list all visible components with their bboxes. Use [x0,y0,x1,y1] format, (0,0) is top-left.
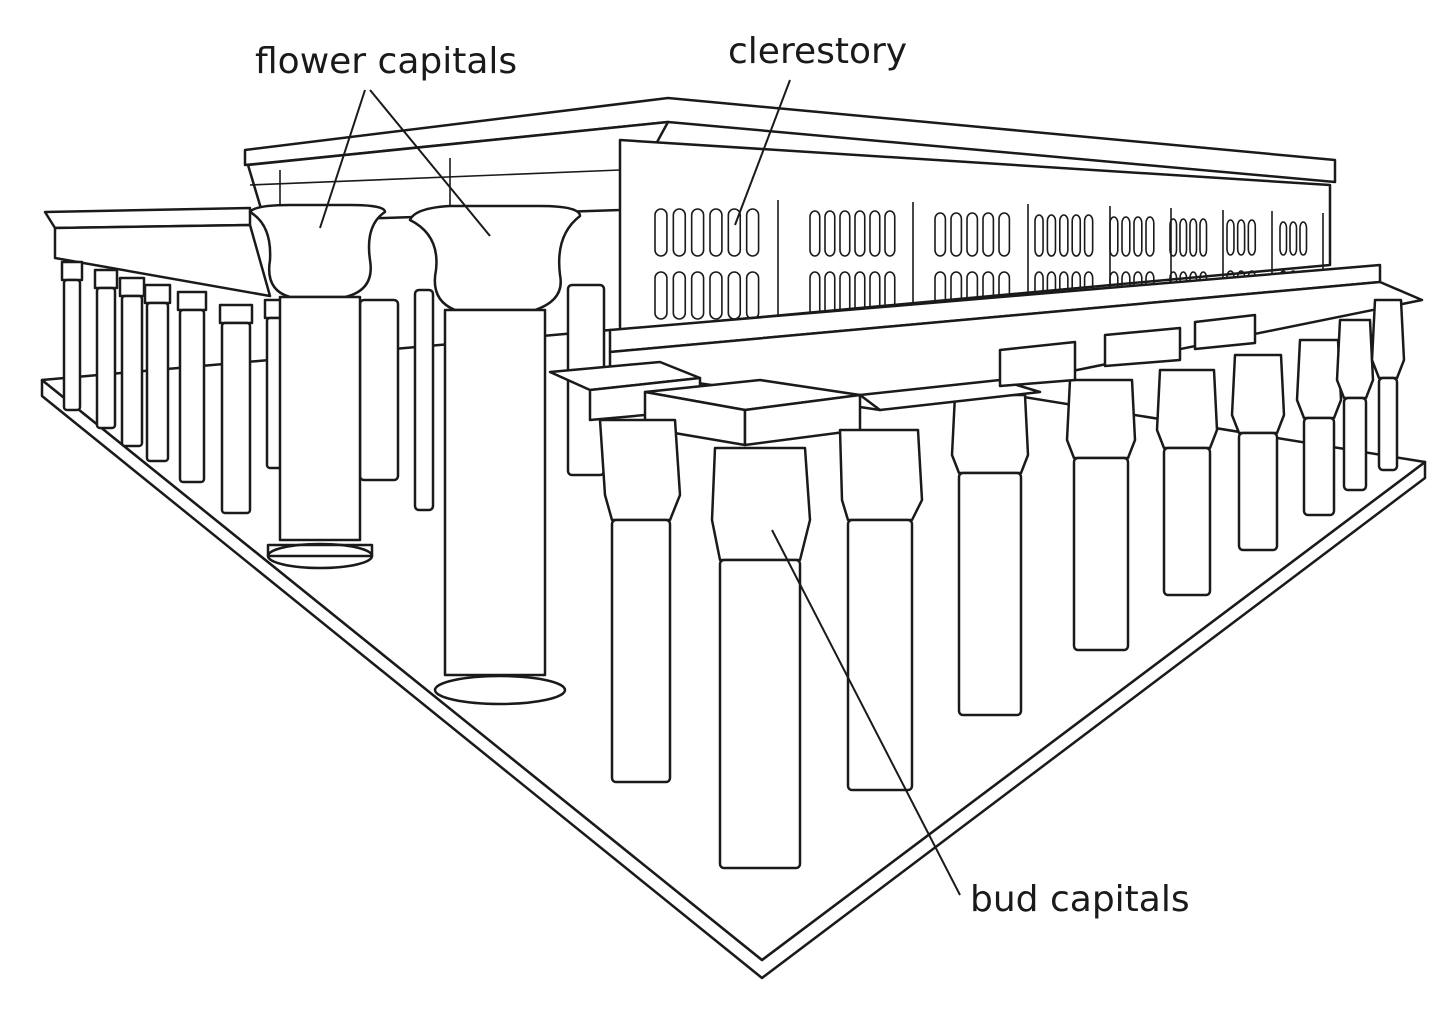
clerestory-window-slot [1199,218,1208,257]
bud-column-shaft [1342,396,1368,492]
clerestory-window-slot [745,208,760,257]
clerestory-window-slot [672,271,687,320]
clerestory-window-slot [884,210,896,257]
clerestory-window-slot [1145,216,1155,257]
left-column-capital [143,283,172,305]
clerestory-window-slot [1236,219,1246,256]
clerestory-window-slot [709,208,723,257]
bud-capital [950,393,1030,475]
left-column-shaft [62,278,82,412]
clerestory-window-slot [727,208,742,257]
corner-beams [548,313,1257,447]
nave-roof [243,96,1337,332]
left-column-shaft [178,308,206,484]
left-colonnade [60,260,606,515]
clerestory-window-slot [1059,214,1069,257]
left-column-capital [93,268,119,290]
left-roof-slab [43,206,272,298]
clerestory-window-slot [654,271,668,320]
clerestory-window-slot [809,210,821,257]
left-column-shaft [95,286,117,430]
clerestory-window-slot [1289,221,1298,256]
clerestory-window-slot [998,212,1011,257]
clerestory-window-slot [1189,218,1198,257]
clerestory-window-slot [1109,216,1119,257]
bud-column-shaft [1377,376,1399,472]
clerestory-window-slot [1247,219,1257,256]
clerestory-window-slot [1046,214,1057,257]
bud-capital [1155,368,1219,450]
clerestory-window-slot [1299,221,1308,256]
clerestory-window-slot [1083,214,1094,257]
leader-lines [319,79,961,896]
label-clerestory: clerestory [728,31,908,72]
clerestory-window-slot [982,212,995,257]
flower-capital-columns [248,203,582,706]
clerestory-window-slot [690,271,705,320]
bud-column-shaft [1162,446,1212,597]
label-bud-capitals: bud capitals [970,879,1190,920]
inner-column [413,288,435,512]
clerestory-window-slot [1071,214,1082,257]
left-column-shaft [120,294,144,448]
bud-column-shaft [1072,456,1130,652]
left-column-capital [60,260,84,282]
left-column-shaft [145,301,170,463]
clerestory-window-slot [839,210,851,257]
clerestory-window-slot [1179,218,1188,257]
clerestory-window-slot [869,210,881,257]
clerestory-window-slot [1279,221,1288,256]
clerestory-window-slot [824,210,836,257]
left-column-shaft [220,321,252,515]
clerestory-window-slot [709,271,723,320]
clerestory-window-slot [654,208,668,257]
bud-capital [1295,338,1343,420]
bud-column-shaft [1237,431,1279,552]
clerestory-window-slot [1226,219,1235,256]
clerestory-window-slot [690,208,705,257]
clerestory-window-slot [934,212,947,257]
clerestory-window-slot [854,210,866,257]
left-column-capital [218,303,254,325]
bud-capital [1230,353,1286,435]
front-bud-columns [598,418,924,870]
bud-capital [1370,298,1406,380]
bud-column-shaft [1302,416,1336,517]
clerestory-window-slot [1133,216,1143,257]
label-flower-capitals: flower capitals [255,41,518,82]
clerestory-window-slot [1169,218,1178,257]
clerestory-window-slot [1121,216,1131,257]
clerestory-window-slot [672,208,687,257]
bud-column-shaft [957,471,1023,717]
left-column-capital [118,276,146,298]
right-colonnade [950,298,1406,717]
clerestory-window-slot [950,212,963,257]
bud-capital [1065,378,1137,460]
inner-column [358,298,400,482]
left-column-capital [176,290,208,312]
clerestory-window-slot [1034,214,1044,257]
bud-capital [1335,318,1375,400]
clerestory-window-slot [966,212,979,257]
